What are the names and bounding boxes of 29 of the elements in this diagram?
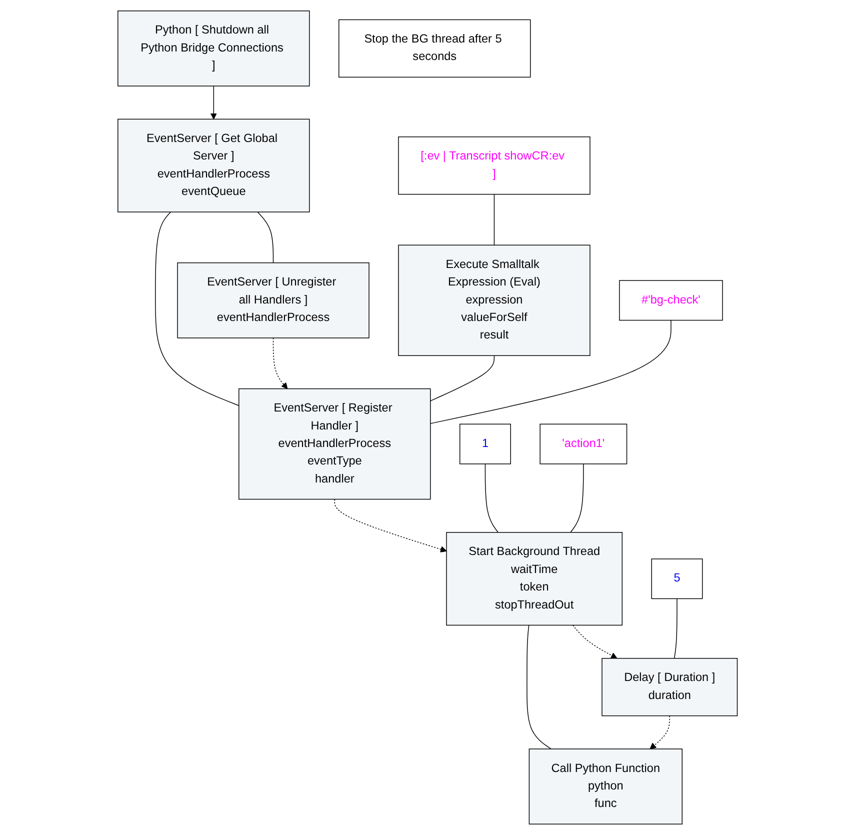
- connector: [258, 212, 274, 264]
- arrow: [650, 715, 670, 750]
- arrow: [210, 86, 218, 120]
- node-box: [652, 558, 704, 600]
- node-box: [398, 244, 591, 356]
- node-box: [602, 658, 738, 716]
- node-box: [446, 532, 623, 626]
- connector: [155, 212, 240, 406]
- node-box: [620, 280, 724, 321]
- connector: [430, 320, 672, 424]
- connector: [485, 464, 499, 533]
- connector: [674, 598, 678, 659]
- arrow: [273, 338, 288, 390]
- arrow: [572, 624, 618, 659]
- node-box: [118, 10, 310, 86]
- connector: [570, 464, 584, 533]
- arrow: [334, 498, 448, 552]
- node-box: [398, 136, 591, 195]
- flow-diagram: Python [ Shutdown all Python Bridge Connections ] EventServer [ Get Global Server ] eventHandlerProcess eventQueue EventServer [ Unregister all Handlers ] eventHandlerProcess [:ev | Transcript showCR:ev ] Execute Smalltalk Expression (Eval) expression valueForSelf result EventServer [ Register Handler ] eventHandlerProcess eventType handler #'bg-check' Start Background Thread waitTime token stopThreadOut 1 'action1' Delay [ Duration ] duration 5 Call Python Function python func Stop the BG thread after 5 seconds: [112, 5, 744, 830]
- node-box: [118, 118, 310, 212]
- node-box: [460, 424, 512, 464]
- node-box: [540, 424, 628, 464]
- node-box: [238, 388, 432, 500]
- node-box: [178, 262, 370, 338]
- connector: [494, 194, 496, 246]
- connector: [527, 624, 552, 750]
- node-box: [529, 748, 683, 824]
- connector: [430, 355, 496, 402]
- node-box: [338, 19, 532, 78]
